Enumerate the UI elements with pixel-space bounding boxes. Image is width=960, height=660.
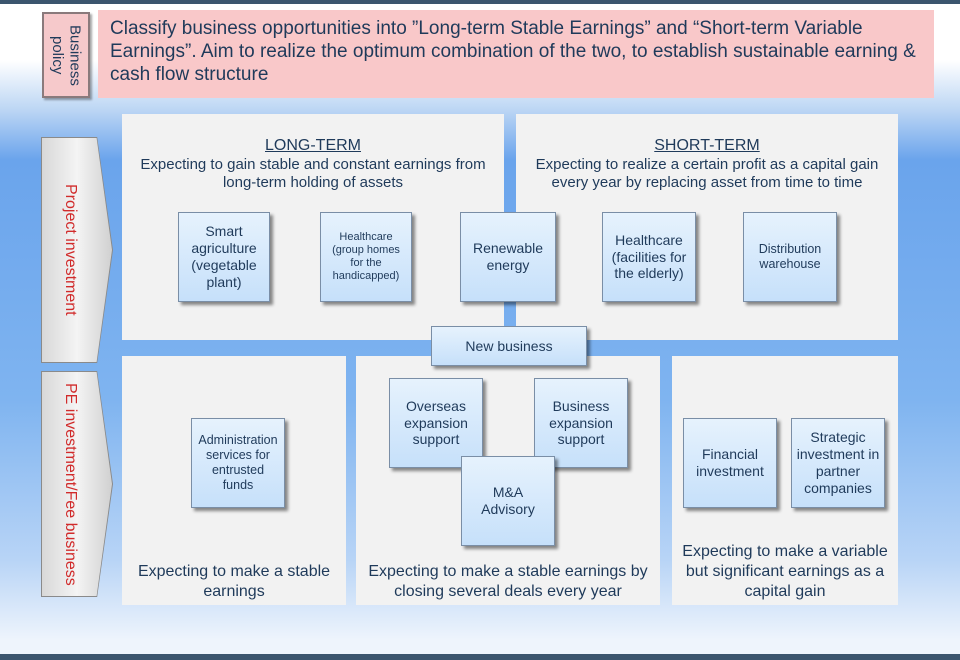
bottom-border [0, 654, 960, 660]
healthcare-elderly-card: Healthcare (facilities for the elderly) [602, 212, 696, 302]
financial-investment-card: Financial investment [683, 418, 777, 508]
long-term-description: Expecting to gain stable and constant ea… [140, 156, 486, 191]
project-investment-label: Project investment [61, 184, 79, 316]
strategic-investment-card: Strategic investment in partner companie… [791, 418, 885, 508]
business-expansion-card: Business expansion support [534, 378, 628, 468]
long-term-heading: LONG-TERM [265, 137, 361, 154]
short-term-heading: SHORT-TERM [654, 137, 760, 154]
healthcare-group-homes-card: Healthcare (group homes for the handicap… [320, 212, 412, 302]
business-policy-text: Classify business opportunities into ”Lo… [98, 10, 934, 98]
pe-left-description: Expecting to make a stable earnings [137, 563, 331, 600]
administration-services-card: Administration services for entrusted fu… [191, 418, 285, 508]
project-investment-arrow: Project investment [42, 138, 112, 362]
overseas-expansion-card: Overseas expansion support [389, 378, 483, 468]
distribution-warehouse-card: Distribution warehouse [743, 212, 837, 302]
business-policy-label: Business policy [42, 12, 90, 98]
renewable-energy-card: Renewable energy [460, 212, 556, 302]
smart-agriculture-card: Smart agriculture (vegetable plant) [178, 212, 270, 302]
new-business-card: New business [431, 326, 587, 366]
ma-advisory-card: M&A Advisory [461, 456, 555, 546]
top-border [0, 0, 960, 4]
short-term-description: Expecting to realize a certain profit as… [535, 156, 879, 191]
pe-fee-label: PE investment/Fee business [61, 382, 79, 586]
pe-right-description: Expecting to make a variable but signifi… [682, 543, 888, 600]
pe-middle-description: Expecting to make a stable earnings by c… [368, 563, 648, 600]
pe-fee-arrow: PE investment/Fee business [42, 372, 112, 596]
